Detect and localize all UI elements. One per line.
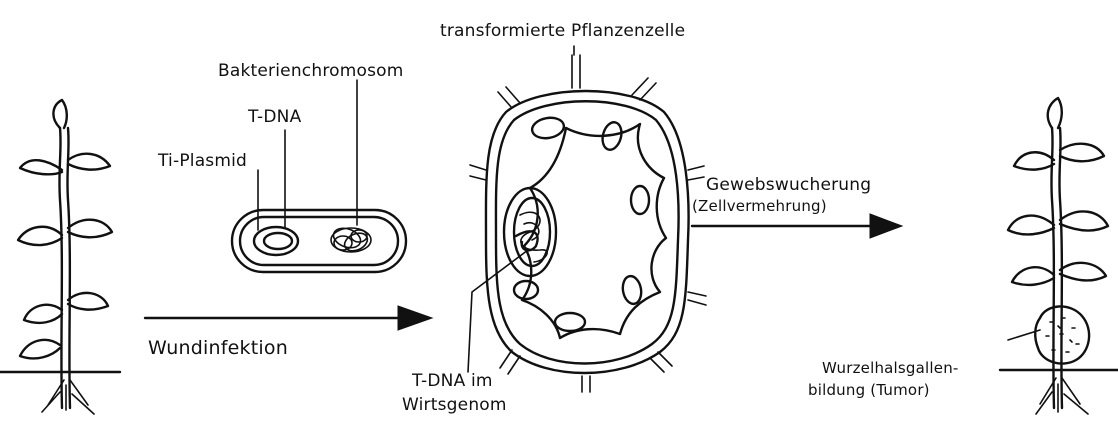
label-bacterial-chromosome: Bakterienchromosom [218, 62, 404, 82]
wound-infection-arrow [145, 306, 432, 330]
bacterial-chromosome [331, 225, 371, 255]
label-transformed-cell: transformierte Pflanzenzelle [440, 22, 685, 42]
plant-cell [468, 46, 706, 392]
tissue-growth-arrow [692, 214, 902, 238]
label-tissue-growth-line1: Gewebswucherung [706, 176, 871, 196]
tumor-plant [1000, 98, 1118, 414]
label-t-dna-host-line1: T-DNA im [412, 372, 493, 392]
label-t-dna-host-line2: Wirtsgenom [402, 396, 507, 416]
label-tissue-growth-line2: (Zellvermehrung) [692, 198, 827, 215]
label-crown-gall-line2: bildung (Tumor) [808, 382, 930, 399]
healthy-plant [0, 100, 120, 414]
label-crown-gall-line1: Wurzelhalsgallen- [822, 360, 959, 377]
label-wound-infection: Wundinfektion [148, 338, 288, 360]
label-t-dna: T-DNA [248, 108, 301, 128]
label-ti-plasmid: Ti-Plasmid [158, 152, 247, 172]
